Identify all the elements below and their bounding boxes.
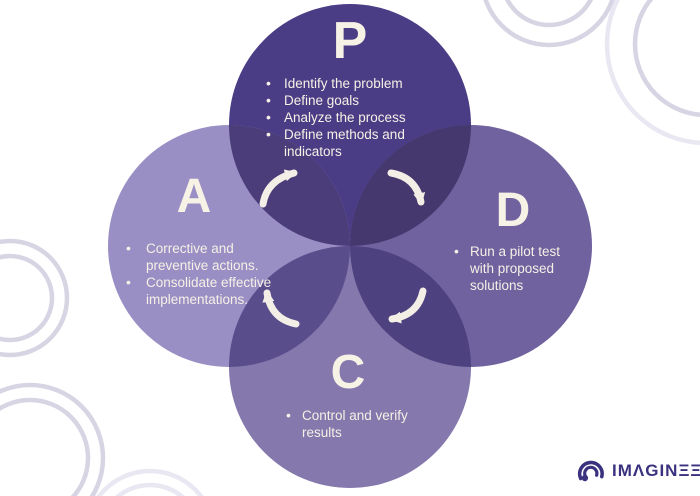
do-items: Run a pilot test with proposed solutions <box>446 243 568 294</box>
decor-ring <box>115 482 185 496</box>
brand-name: IMΛGINΞΞR <box>612 461 700 480</box>
check-items: Control and verify results <box>278 407 414 441</box>
decor-ring <box>504 0 594 28</box>
decor-ring <box>0 238 70 358</box>
act-items: Corrective and preventive actions.Consol… <box>118 240 276 308</box>
decor-ring <box>632 0 700 117</box>
arrow-up-right-icon <box>259 169 298 208</box>
arrow-down-left-icon <box>388 287 427 324</box>
act-letter: A <box>176 170 212 223</box>
logo-inner-arc <box>583 465 599 478</box>
decor-ring <box>0 397 91 496</box>
act-check-overlap <box>229 246 350 367</box>
decor-ring <box>604 0 700 146</box>
plan-letter: P <box>332 12 368 70</box>
act-list-item: Corrective and preventive actions. <box>118 240 276 274</box>
plan-list-item: Define methods and indicators <box>258 126 428 160</box>
decor-ring <box>483 0 615 48</box>
brand-logo: IMΛGINΞΞR <box>576 453 700 489</box>
do-letter: D <box>495 184 531 237</box>
check-list-item: Control and verify results <box>278 407 414 441</box>
plan-list-item: Analyze the process <box>258 109 428 126</box>
plan-list-item: Identify the problem <box>258 75 428 92</box>
logo-dot <box>581 474 589 482</box>
imagineer-logo-icon <box>577 460 604 482</box>
decor-ring <box>0 253 55 343</box>
act-list-item: Consolidate effective implementations. <box>118 274 276 308</box>
check-do-overlap <box>350 246 471 367</box>
decor-ring <box>0 382 106 496</box>
decor-ring <box>96 468 204 496</box>
logo-outer-arc <box>577 460 604 481</box>
plan-list-item: Define goals <box>258 92 428 109</box>
arrow-down-right-icon <box>387 169 426 206</box>
check-letter: C <box>330 346 366 399</box>
plan-items: Identify the problemDefine goalsAnalyze … <box>258 75 428 160</box>
do-list-item: Run a pilot test with proposed solutions <box>446 243 568 294</box>
